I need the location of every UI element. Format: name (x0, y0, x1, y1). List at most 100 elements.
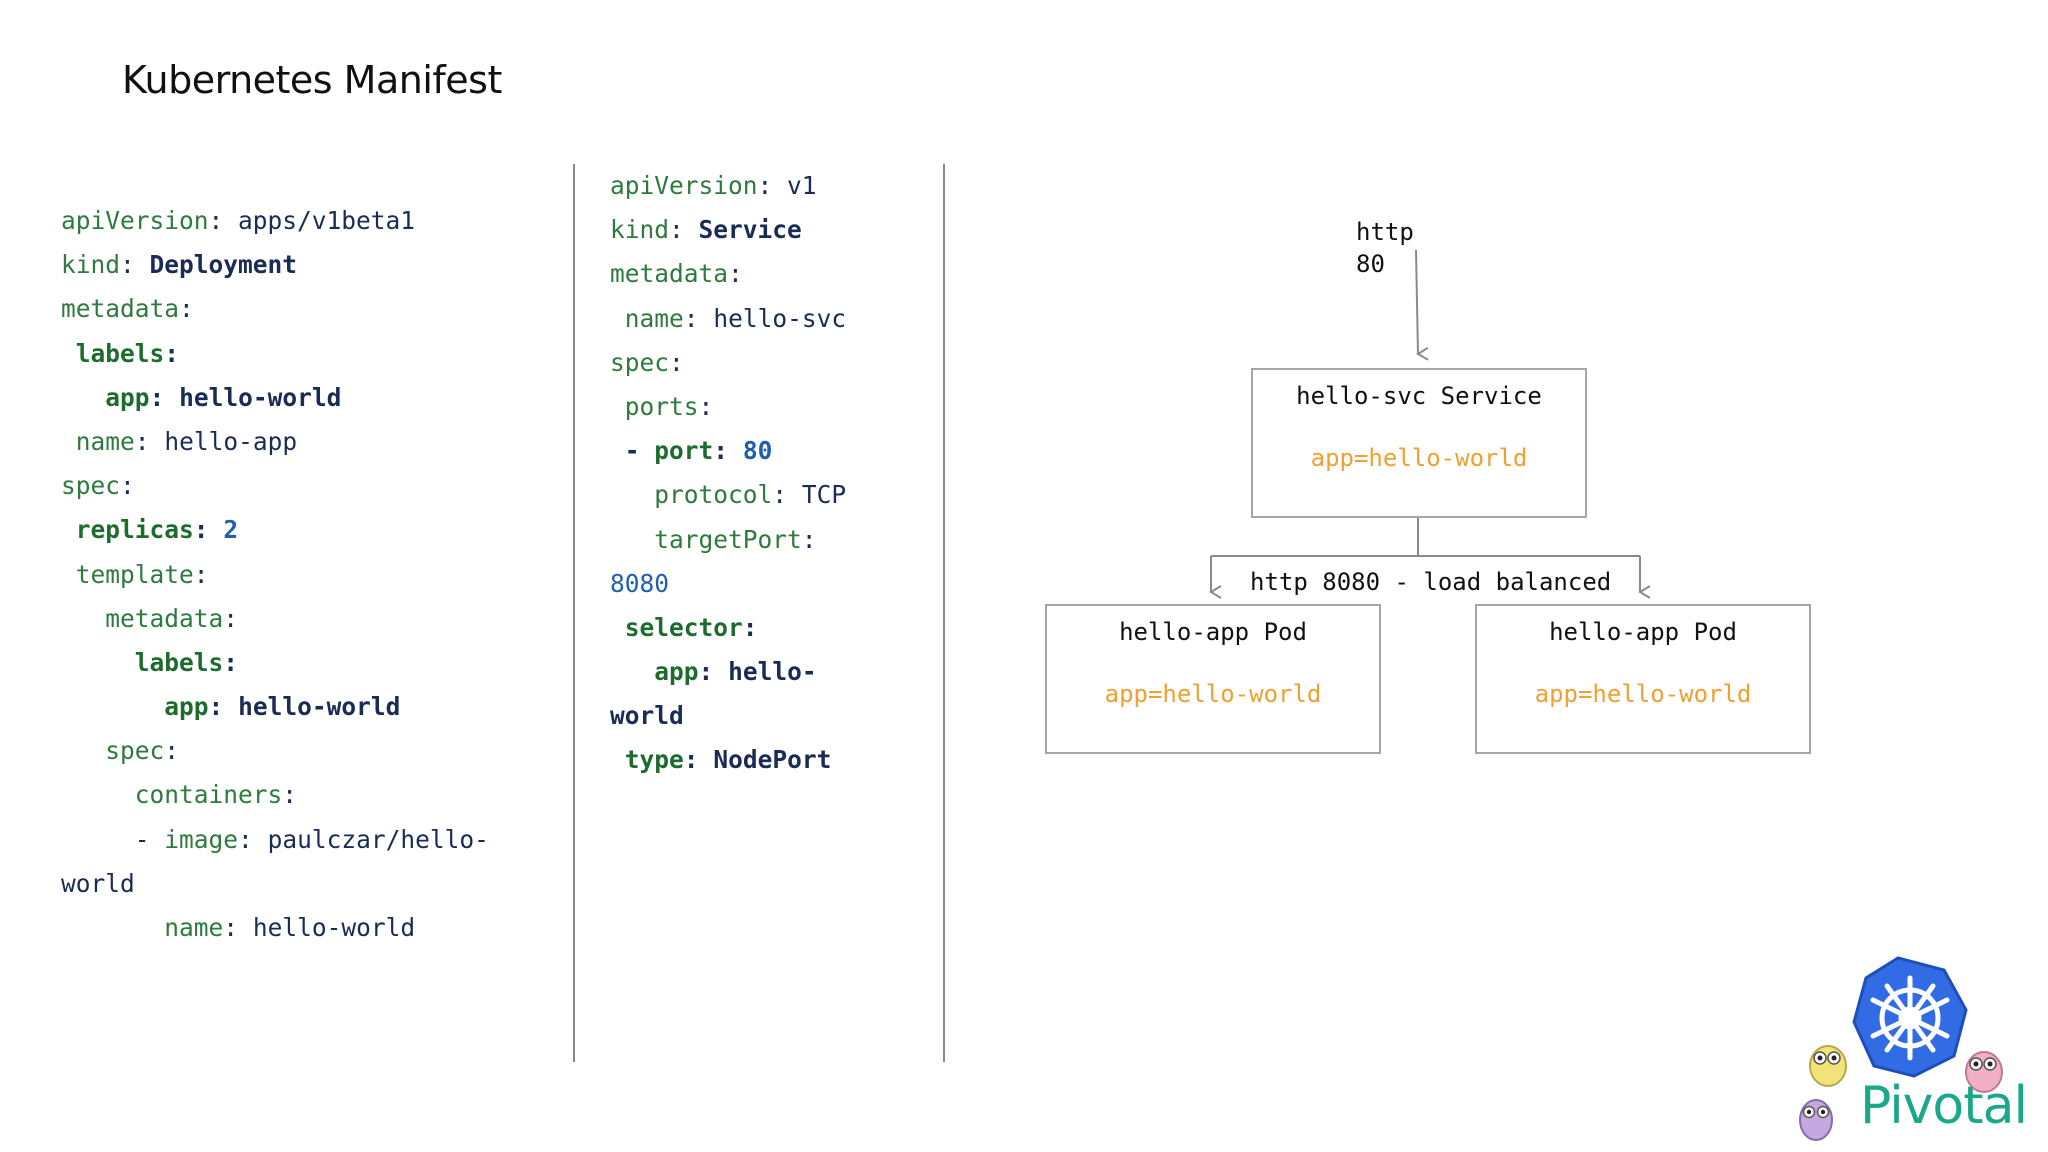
gopher-yellow-icon (1809, 1045, 1847, 1087)
deployment-yaml-line: - image: paulczar/hello- (61, 818, 489, 862)
yaml-colon: : (208, 692, 224, 722)
yaml-colon: : (728, 259, 743, 289)
deployment-yaml-line: kind: Deployment (61, 243, 489, 287)
deployment-yaml-line: spec: (61, 729, 489, 773)
yaml-key: spec (105, 736, 165, 766)
yaml-colon: : (223, 603, 239, 633)
deployment-yaml-line: name: hello-world (61, 906, 489, 950)
yaml-colon: : (238, 824, 253, 854)
service-yaml-line: protocol: TCP (610, 473, 846, 517)
service-yaml-line: 8080 (610, 562, 846, 606)
kubernetes-gopher-logo (1799, 956, 2003, 1141)
yaml-colon: : (223, 913, 239, 942)
column-divider-left (573, 164, 575, 1062)
yaml-continuation: world (610, 701, 684, 731)
yaml-colon: : (698, 657, 714, 687)
deployment-yaml-line: metadata: (61, 597, 489, 641)
deployment-yaml-line: world (61, 862, 489, 906)
deployment-yaml-line: spec: (61, 464, 489, 508)
yaml-list-dash: - (134, 824, 165, 854)
yaml-colon: : (223, 647, 239, 677)
service-yaml-line: metadata: (610, 252, 846, 296)
yaml-key: replicas (75, 515, 194, 545)
yaml-value: apps/v1beta1 (238, 206, 416, 235)
deployment-yaml-line: replicas: 2 (61, 508, 489, 552)
yaml-colon: : (772, 480, 788, 510)
service-yaml-line: kind: Service (610, 208, 846, 252)
yaml-value: NodePort (713, 745, 832, 775)
yaml-key: metadata (610, 259, 729, 289)
deployment-yaml-line: app: hello-world (61, 376, 489, 420)
yaml-colon: : (120, 250, 135, 280)
ingress-port-label: 80 (1356, 250, 1385, 278)
yaml-key: app (654, 657, 699, 687)
yaml-key: image (164, 824, 239, 854)
service-yaml-line: selector: (610, 606, 846, 650)
deployment-yaml-line: labels: (61, 332, 489, 376)
deployment-yaml-line: app: hello-world (61, 685, 489, 729)
yaml-value: hello-world (179, 382, 342, 412)
yaml-key: app (164, 692, 209, 722)
pod-box-title: hello-app Pod (1549, 618, 1737, 646)
deployment-yaml-line: name: hello-app (61, 420, 489, 464)
service-yaml-line: app: hello- (610, 650, 846, 694)
yaml-key: kind (61, 250, 121, 280)
yaml-value: hello-world (238, 692, 401, 722)
yaml-colon: : (179, 294, 194, 324)
pod-box-selector: app=hello-world (1534, 680, 1752, 708)
yaml-continuation: 8080 (610, 568, 670, 598)
kubernetes-helm-wheel-icon (1870, 975, 1950, 1061)
yaml-continuation: world (61, 868, 135, 898)
deployment-yaml-line: labels: (61, 641, 489, 685)
yaml-key: template (75, 559, 194, 589)
service-yaml-line: world (610, 694, 846, 738)
yaml-key: ports (624, 391, 699, 421)
pivotal-logo-text: Pivotal (1860, 1076, 2028, 1136)
yaml-colon: : (164, 736, 180, 766)
yaml-key: labels (75, 338, 165, 368)
deployment-yaml-line: containers: (61, 773, 489, 817)
yaml-value: 80 (742, 436, 773, 466)
yaml-key: app (105, 382, 150, 412)
yaml-value: Deployment (149, 250, 298, 280)
service-yaml-line: apiVersion: v1 (610, 164, 846, 208)
service-yaml-line: name: hello-svc (610, 297, 846, 341)
yaml-colon: : (149, 382, 165, 412)
service-yaml-line: - port: 80 (610, 429, 846, 473)
yaml-colon: : (208, 206, 224, 235)
yaml-value: v1 (787, 171, 817, 200)
pod-box-right: hello-app Pod app=hello-world (1475, 604, 1811, 754)
yaml-colon: : (193, 559, 209, 589)
service-box: hello-svc Service app=hello-world (1251, 368, 1587, 518)
yaml-key: name (75, 426, 135, 456)
yaml-value: 2 (223, 515, 239, 545)
service-box-title: hello-svc Service (1296, 382, 1542, 410)
yaml-colon: : (683, 303, 699, 333)
yaml-colon: : (757, 171, 773, 200)
yaml-key: selector (624, 612, 743, 642)
gopher-purple-icon (1799, 1099, 1833, 1141)
ingress-protocol-label: http (1356, 218, 1414, 246)
yaml-colon: : (698, 391, 714, 421)
yaml-colon: : (134, 426, 150, 456)
yaml-colon: : (120, 471, 135, 501)
yaml-key: port (654, 436, 714, 466)
yaml-value: hello-app (164, 426, 298, 456)
yaml-colon: : (282, 780, 298, 810)
yaml-colon: : (683, 745, 699, 775)
ingress-arrow (1415, 249, 1429, 361)
yaml-list-dash: - (624, 436, 655, 466)
yaml-value: hello-world (252, 913, 416, 942)
deployment-yaml-line: template: (61, 553, 489, 597)
yaml-colon: : (801, 524, 817, 554)
load-balance-label: http 8080 - load balanced (1250, 568, 1612, 596)
yaml-key: type (624, 745, 684, 775)
yaml-key: name (164, 913, 224, 942)
service-yaml-line: type: NodePort (610, 738, 846, 782)
yaml-key: spec (61, 471, 121, 501)
yaml-key: targetPort (654, 524, 802, 554)
pod-box-selector: app=hello-world (1104, 680, 1322, 708)
yaml-key: spec (610, 347, 670, 377)
yaml-value: Service (698, 215, 802, 245)
